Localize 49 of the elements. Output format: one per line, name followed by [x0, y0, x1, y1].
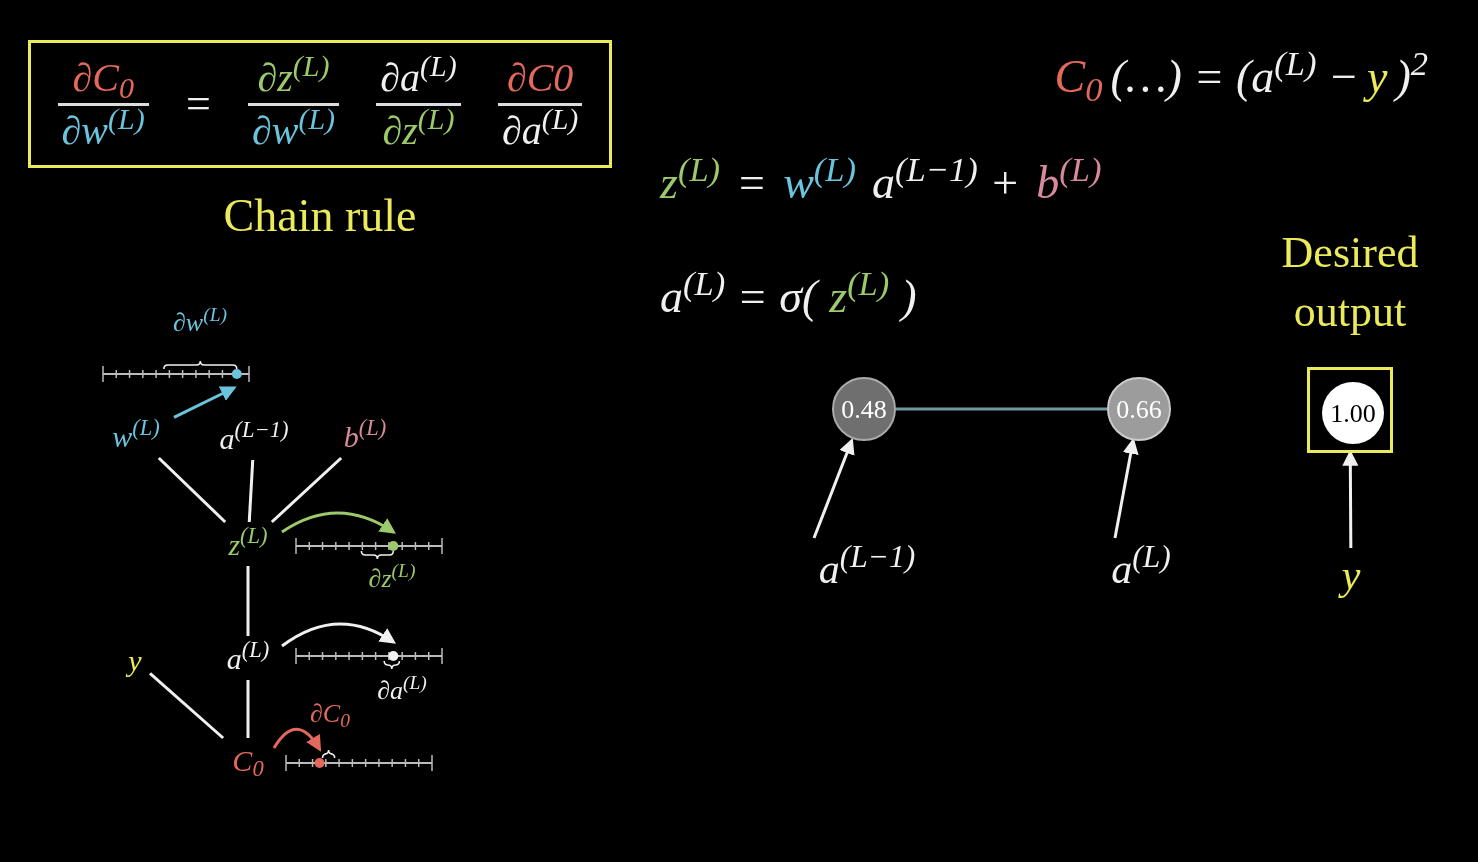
connector-line [270, 456, 343, 524]
math-label: b$^{(L)}$ [332, 414, 398, 458]
delta-label: ∂a$^{(L)}$ [377, 670, 427, 707]
equation-term: C$_{0}$ [1054, 50, 1103, 110]
connector-line [896, 407, 1107, 411]
equation-term: a$^{(L)}$ = σ( [660, 262, 818, 324]
connector-line [149, 672, 225, 740]
node-label: Desired output [1280, 226, 1420, 338]
math-label: z$^{(L)}$ [214, 522, 282, 566]
equation-term: w$^{(L)}$ [783, 148, 856, 210]
target-frame [1307, 367, 1393, 453]
math-term: ∂a$^{(L)}$ [379, 52, 458, 102]
math-label: y [120, 638, 150, 682]
equals-sign: = [185, 78, 211, 130]
equation-term: b$^{(L)}$ [1036, 148, 1102, 210]
math-term: ∂w$^{(L)}$ [60, 105, 146, 155]
math-term: ∂C0 [505, 53, 575, 102]
connector-line [246, 566, 250, 636]
equation-term: z$^{(L)}$ [829, 262, 890, 324]
math-term: ∂z$^{(L)}$ [256, 52, 331, 102]
arrow [173, 386, 237, 419]
math-term: ∂C$_{0}$ [71, 53, 135, 103]
math-label: y [1334, 548, 1368, 602]
equation-term: a$^{(L−1)}$ + [872, 148, 1021, 210]
arrow [281, 622, 397, 648]
arrow [281, 511, 397, 534]
delta-label: ∂w$^{(L)}$ [173, 302, 227, 339]
math-label: C$_{0}$ [222, 738, 274, 782]
equation-term: (…) = (a$^{(L)}$ − [1110, 42, 1359, 104]
math-label: a$^{(L)}$ [214, 636, 282, 680]
equation-term: z$^{(L)}$ [660, 148, 721, 210]
connector-line [157, 456, 227, 524]
math-term: ∂a$^{(L)}$ [500, 105, 580, 155]
math-label: a$^{(L−1)}$ [792, 538, 942, 600]
math-label: a$^{(L−1)}$ [198, 416, 310, 460]
equation-term: ) [901, 270, 917, 324]
equation-box [28, 40, 612, 168]
equation-term: )$^{2}$ [1395, 42, 1428, 104]
math-term: ∂w$^{(L)}$ [250, 105, 337, 155]
equation-term: = [736, 156, 768, 210]
delta-label: ∂z$^{(L)}$ [368, 558, 416, 595]
connector-line [247, 459, 255, 523]
math-term: ∂z$^{(L)}$ [381, 105, 456, 155]
math-label: a$^{(L)}$ [1093, 538, 1189, 600]
arrow [272, 727, 322, 752]
connector-line [246, 680, 250, 738]
node-label: Chain rule [223, 188, 417, 243]
delta-label: ∂C$_{0}$ [310, 697, 350, 733]
math-label: w$^{(L)}$ [98, 414, 174, 458]
